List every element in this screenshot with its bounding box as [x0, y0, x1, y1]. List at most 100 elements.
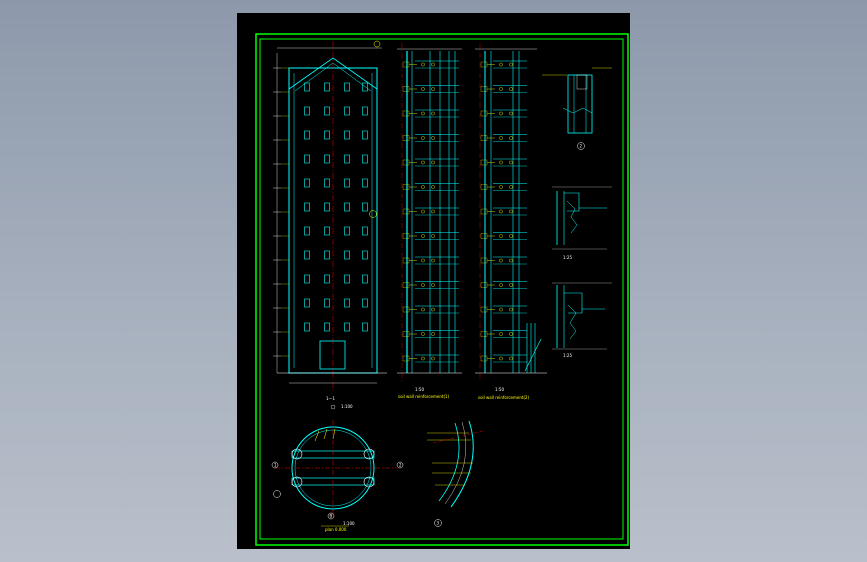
elevation-scale: 1:100 [341, 404, 353, 409]
window [344, 202, 350, 212]
window [304, 130, 310, 140]
bar-dot [499, 185, 503, 189]
tag-box [480, 159, 488, 166]
bar-dot [499, 332, 503, 336]
tag-box [480, 61, 488, 68]
wall-1-title: 1:50 [415, 387, 424, 392]
window [304, 106, 310, 116]
axis-bubble-1 [271, 461, 279, 469]
window [344, 82, 350, 92]
tag-box [480, 233, 488, 239]
plan-column-left-top [291, 448, 303, 460]
section-a-caption: 1:25 [563, 255, 572, 260]
curved-wall-detail: 3 [427, 420, 484, 527]
plan-opening-c [332, 428, 336, 440]
window [304, 274, 310, 284]
window [362, 226, 368, 236]
bar-dot [499, 283, 503, 287]
detail-bubble-plan [273, 490, 281, 498]
window [324, 178, 330, 188]
plan-column-left-bottom [291, 476, 303, 488]
bar-dot [421, 258, 425, 263]
plan-caption: plan 0.000 [325, 527, 347, 532]
section-a-rebar [566, 200, 578, 234]
tag-box [480, 306, 488, 313]
detail-2-hook [562, 107, 593, 114]
bar-dot [509, 258, 513, 263]
tag-box [402, 184, 410, 190]
bar-dot [499, 356, 503, 361]
tag-box [402, 233, 410, 239]
tag-box [480, 257, 488, 264]
tag-box [402, 355, 410, 362]
cad-drawing: 1—1 1:100 1:50 soil wall reinforcement(1… [255, 33, 629, 546]
bar-dot [431, 234, 435, 238]
window [324, 202, 330, 212]
detail-2: 2 [542, 67, 612, 150]
plan-column-right-bottom [363, 476, 375, 488]
axis-marker-1: 1 [274, 463, 277, 468]
window [362, 298, 368, 308]
window [304, 226, 310, 236]
window [344, 298, 350, 308]
bar-dot [421, 283, 425, 287]
window [304, 154, 310, 164]
outer-frame [255, 33, 629, 546]
window [362, 322, 368, 332]
bar-dot [509, 234, 513, 238]
elevation-caption-marker [330, 404, 336, 410]
tag-box [402, 61, 410, 68]
bar-dot [509, 136, 513, 140]
wall-1-rebar-details [402, 60, 459, 363]
axis-bubble-a [373, 40, 381, 48]
detail-bubble-right [369, 210, 377, 218]
section-b: 1:25 [552, 282, 612, 358]
axis-bubble-2 [396, 461, 404, 469]
bar-dot [421, 136, 425, 140]
tag-box [402, 282, 410, 288]
elevation-level-marks [273, 67, 289, 357]
detail-2-cap [576, 74, 588, 90]
window [344, 250, 350, 260]
window [324, 322, 330, 332]
wall-2-title: 1:50 [495, 387, 504, 392]
bar-dot [499, 87, 503, 91]
bar-dot [431, 185, 435, 189]
section-b-caption: 1:25 [563, 353, 572, 358]
window [304, 250, 310, 260]
tag-box [480, 208, 488, 215]
bar-dot [421, 111, 425, 116]
tag-box [480, 135, 488, 141]
tag-box [402, 257, 410, 264]
section-a: 1:25 [552, 186, 612, 260]
bar-dot [509, 111, 513, 116]
window [324, 130, 330, 140]
window [362, 202, 368, 212]
bar-dot [499, 111, 503, 116]
bar-dot [431, 258, 435, 263]
plan-column-right-top [363, 448, 375, 460]
silo-plan: 1 2 B 1:100 plan 0.000 [271, 420, 404, 532]
window [344, 154, 350, 164]
window [324, 154, 330, 164]
bar-dot [509, 283, 513, 287]
wall-2-rebar-details [480, 60, 527, 363]
bar-dot [431, 87, 435, 91]
wall-2-base-stair [524, 338, 542, 372]
tag-box [402, 135, 410, 141]
tag-box [402, 86, 410, 92]
tag-box [402, 208, 410, 215]
tag-box [480, 355, 488, 362]
window [304, 322, 310, 332]
bar-dot [421, 87, 425, 91]
bar-dot [499, 209, 503, 214]
window [344, 130, 350, 140]
window [304, 298, 310, 308]
window [324, 298, 330, 308]
window [324, 274, 330, 284]
window [362, 154, 368, 164]
bar-dot [499, 160, 503, 165]
bar-dot [431, 111, 435, 116]
tag-box [480, 184, 488, 190]
window [362, 250, 368, 260]
